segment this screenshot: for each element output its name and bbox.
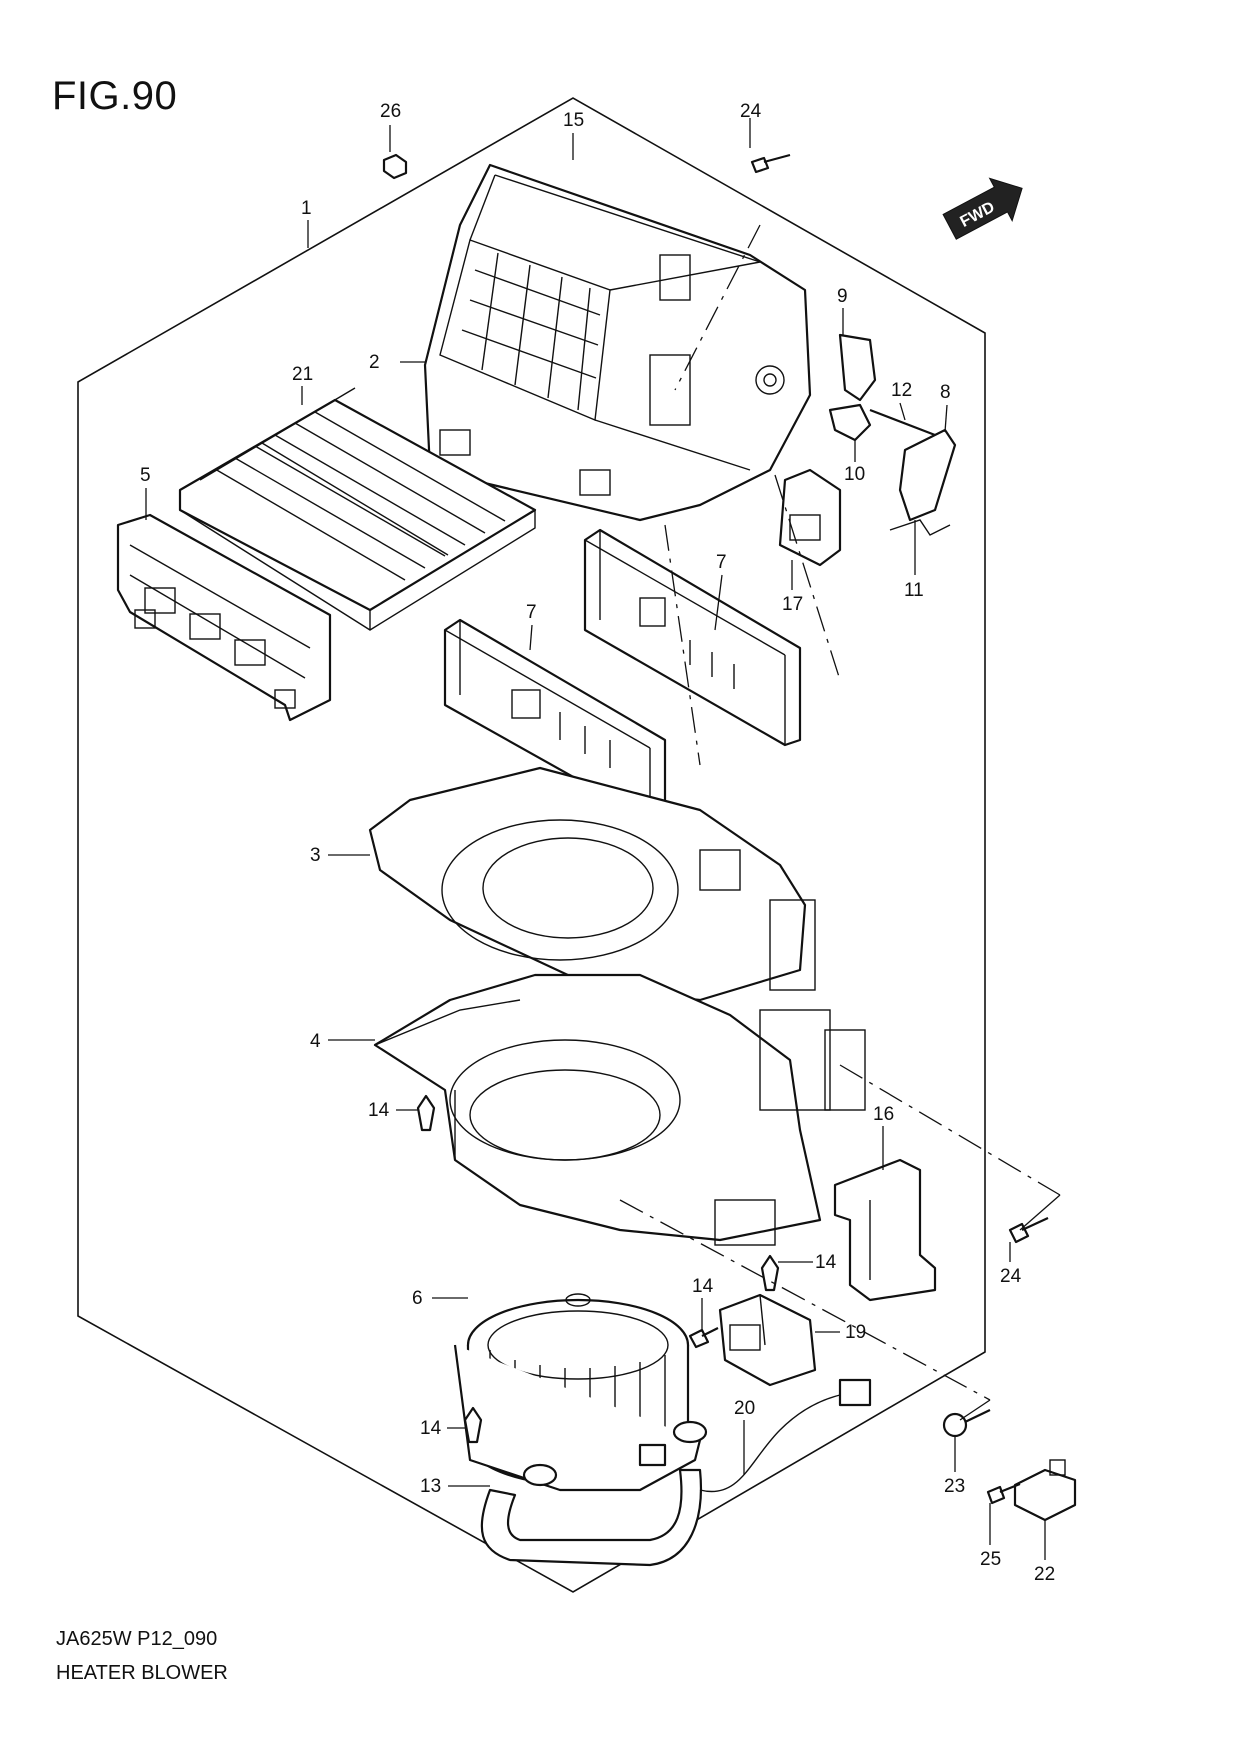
callout-23: 23	[944, 1476, 965, 1497]
callout-21: 21	[292, 364, 313, 385]
part-13-duct-hose	[480, 1420, 708, 1567]
forward-arrow-icon: FWD	[942, 177, 1023, 240]
callout-26: 26	[380, 101, 401, 122]
callout-4: 4	[310, 1031, 321, 1052]
callout-20: 20	[734, 1398, 755, 1419]
part-23-bolt	[942, 1409, 991, 1438]
part-8-lever-arm	[898, 428, 957, 522]
part-24-screw-top	[750, 153, 791, 174]
callout-5: 5	[140, 465, 151, 486]
callout-14b: 14	[815, 1252, 837, 1273]
callout-24b: 24	[1000, 1266, 1022, 1287]
part-10-link	[828, 403, 872, 442]
part-5-filter-cover	[116, 513, 332, 722]
callout-8: 8	[940, 382, 951, 403]
part-14-screw-d	[463, 1406, 483, 1444]
callout-24a: 24	[740, 101, 762, 122]
leader-8	[944, 404, 948, 433]
guide-line-7	[959, 1399, 991, 1421]
callout-25: 25	[980, 1549, 1001, 1570]
part-14-screw-a	[416, 1094, 436, 1132]
part-4-lower-case	[373, 973, 866, 1246]
guide-line-2	[664, 524, 701, 766]
part-25-screw	[986, 1482, 1021, 1505]
callout-7b: 7	[526, 602, 537, 623]
part-3-middle-case	[368, 766, 816, 1002]
part-6-blower-fan	[453, 1293, 702, 1492]
part-17-actuator	[778, 468, 842, 567]
callout-22: 22	[1034, 1564, 1055, 1585]
callout-3: 3	[310, 845, 321, 866]
guide-line-5	[619, 1199, 991, 1401]
part-22-connector	[1013, 1459, 1077, 1522]
callout-10: 10	[844, 464, 865, 485]
figure-caption: HEATER BLOWER	[56, 1662, 228, 1684]
part-16-bracket	[833, 1158, 937, 1302]
figure-title: FIG.90	[52, 74, 178, 118]
callout-6: 6	[412, 1288, 423, 1309]
callout-15: 15	[563, 110, 584, 131]
part-11-spring	[889, 519, 951, 536]
part-7-panel-upper	[583, 528, 802, 747]
leader-12	[899, 402, 906, 421]
part-24-screw-right	[1008, 1217, 1049, 1244]
leader-7b	[529, 624, 533, 651]
callout-12: 12	[891, 380, 912, 401]
part-21-air-filter	[178, 387, 537, 631]
assembly-boundary	[77, 97, 986, 1593]
callout-9: 9	[837, 286, 848, 307]
part-20-harness	[699, 1378, 872, 1493]
part-2-upper-case	[423, 163, 812, 522]
part-12-rod	[869, 408, 936, 437]
part-14-screw-c	[688, 1327, 719, 1349]
part-9-lever	[838, 333, 877, 402]
reference-code: JA625W P12_090	[56, 1628, 218, 1650]
leader-7a	[714, 574, 723, 631]
part-14-screw-b	[760, 1254, 780, 1292]
callout-17: 17	[782, 594, 803, 615]
callout-7a: 7	[716, 552, 727, 573]
callout-14c: 14	[692, 1276, 714, 1297]
callout-11: 11	[904, 580, 924, 601]
callout-14d: 14	[420, 1418, 442, 1439]
callout-2: 2	[369, 352, 380, 373]
callout-19: 19	[845, 1322, 866, 1343]
guide-line-6	[1019, 1194, 1061, 1231]
part-19-resistor	[718, 1293, 817, 1387]
part-26-nut	[382, 153, 408, 180]
callout-14a: 14	[368, 1100, 390, 1121]
callout-13: 13	[420, 1476, 441, 1497]
guide-line-4	[839, 1064, 1061, 1196]
callout-16: 16	[873, 1104, 894, 1125]
callout-1: 1	[301, 198, 312, 219]
guide-line-3	[774, 474, 841, 681]
part-7-panel-lower	[443, 618, 667, 822]
guide-line-1	[674, 224, 761, 391]
